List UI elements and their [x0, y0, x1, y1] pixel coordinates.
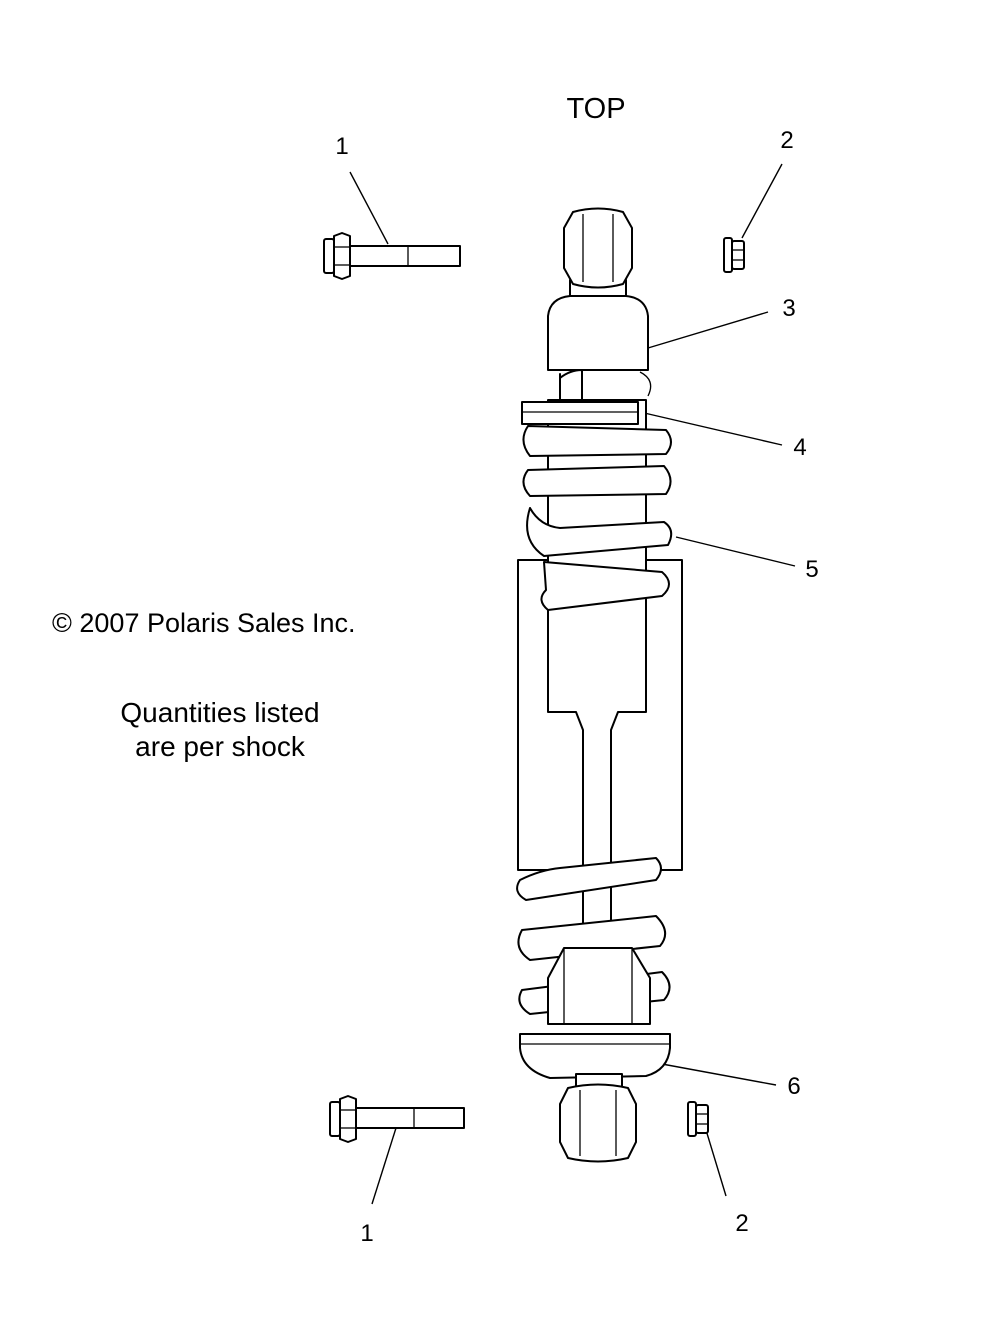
spring-retainer — [521, 401, 639, 425]
shock-body — [547, 295, 652, 401]
copyright-text: © 2007 Polaris Sales Inc. — [52, 608, 356, 638]
quantity-note-line2: are per shock — [135, 731, 306, 762]
leader-lines — [349, 163, 796, 1205]
bottom-eyelet — [559, 1073, 637, 1163]
top-label: TOP — [566, 93, 625, 125]
bolt-top — [323, 232, 461, 280]
nut-top — [723, 237, 745, 273]
bolt-bottom — [329, 1095, 465, 1143]
shock-assembly — [516, 207, 683, 1163]
callout-5: 5 — [805, 556, 818, 583]
callout-1-top: 1 — [335, 133, 348, 160]
callout-4: 4 — [793, 434, 806, 461]
callout-1-bottom: 1 — [360, 1220, 373, 1247]
callout-2-top: 2 — [780, 127, 793, 154]
callout-3: 3 — [782, 295, 795, 322]
callout-2-bottom: 2 — [735, 1210, 748, 1237]
callout-6: 6 — [787, 1073, 800, 1100]
top-eyelet — [563, 207, 633, 299]
nut-bottom — [687, 1101, 709, 1137]
bump-stop — [547, 947, 651, 1025]
lower-spring-seat — [519, 1033, 671, 1079]
quantity-note-line1: Quantities listed — [120, 697, 319, 728]
spring-upper — [522, 425, 673, 611]
